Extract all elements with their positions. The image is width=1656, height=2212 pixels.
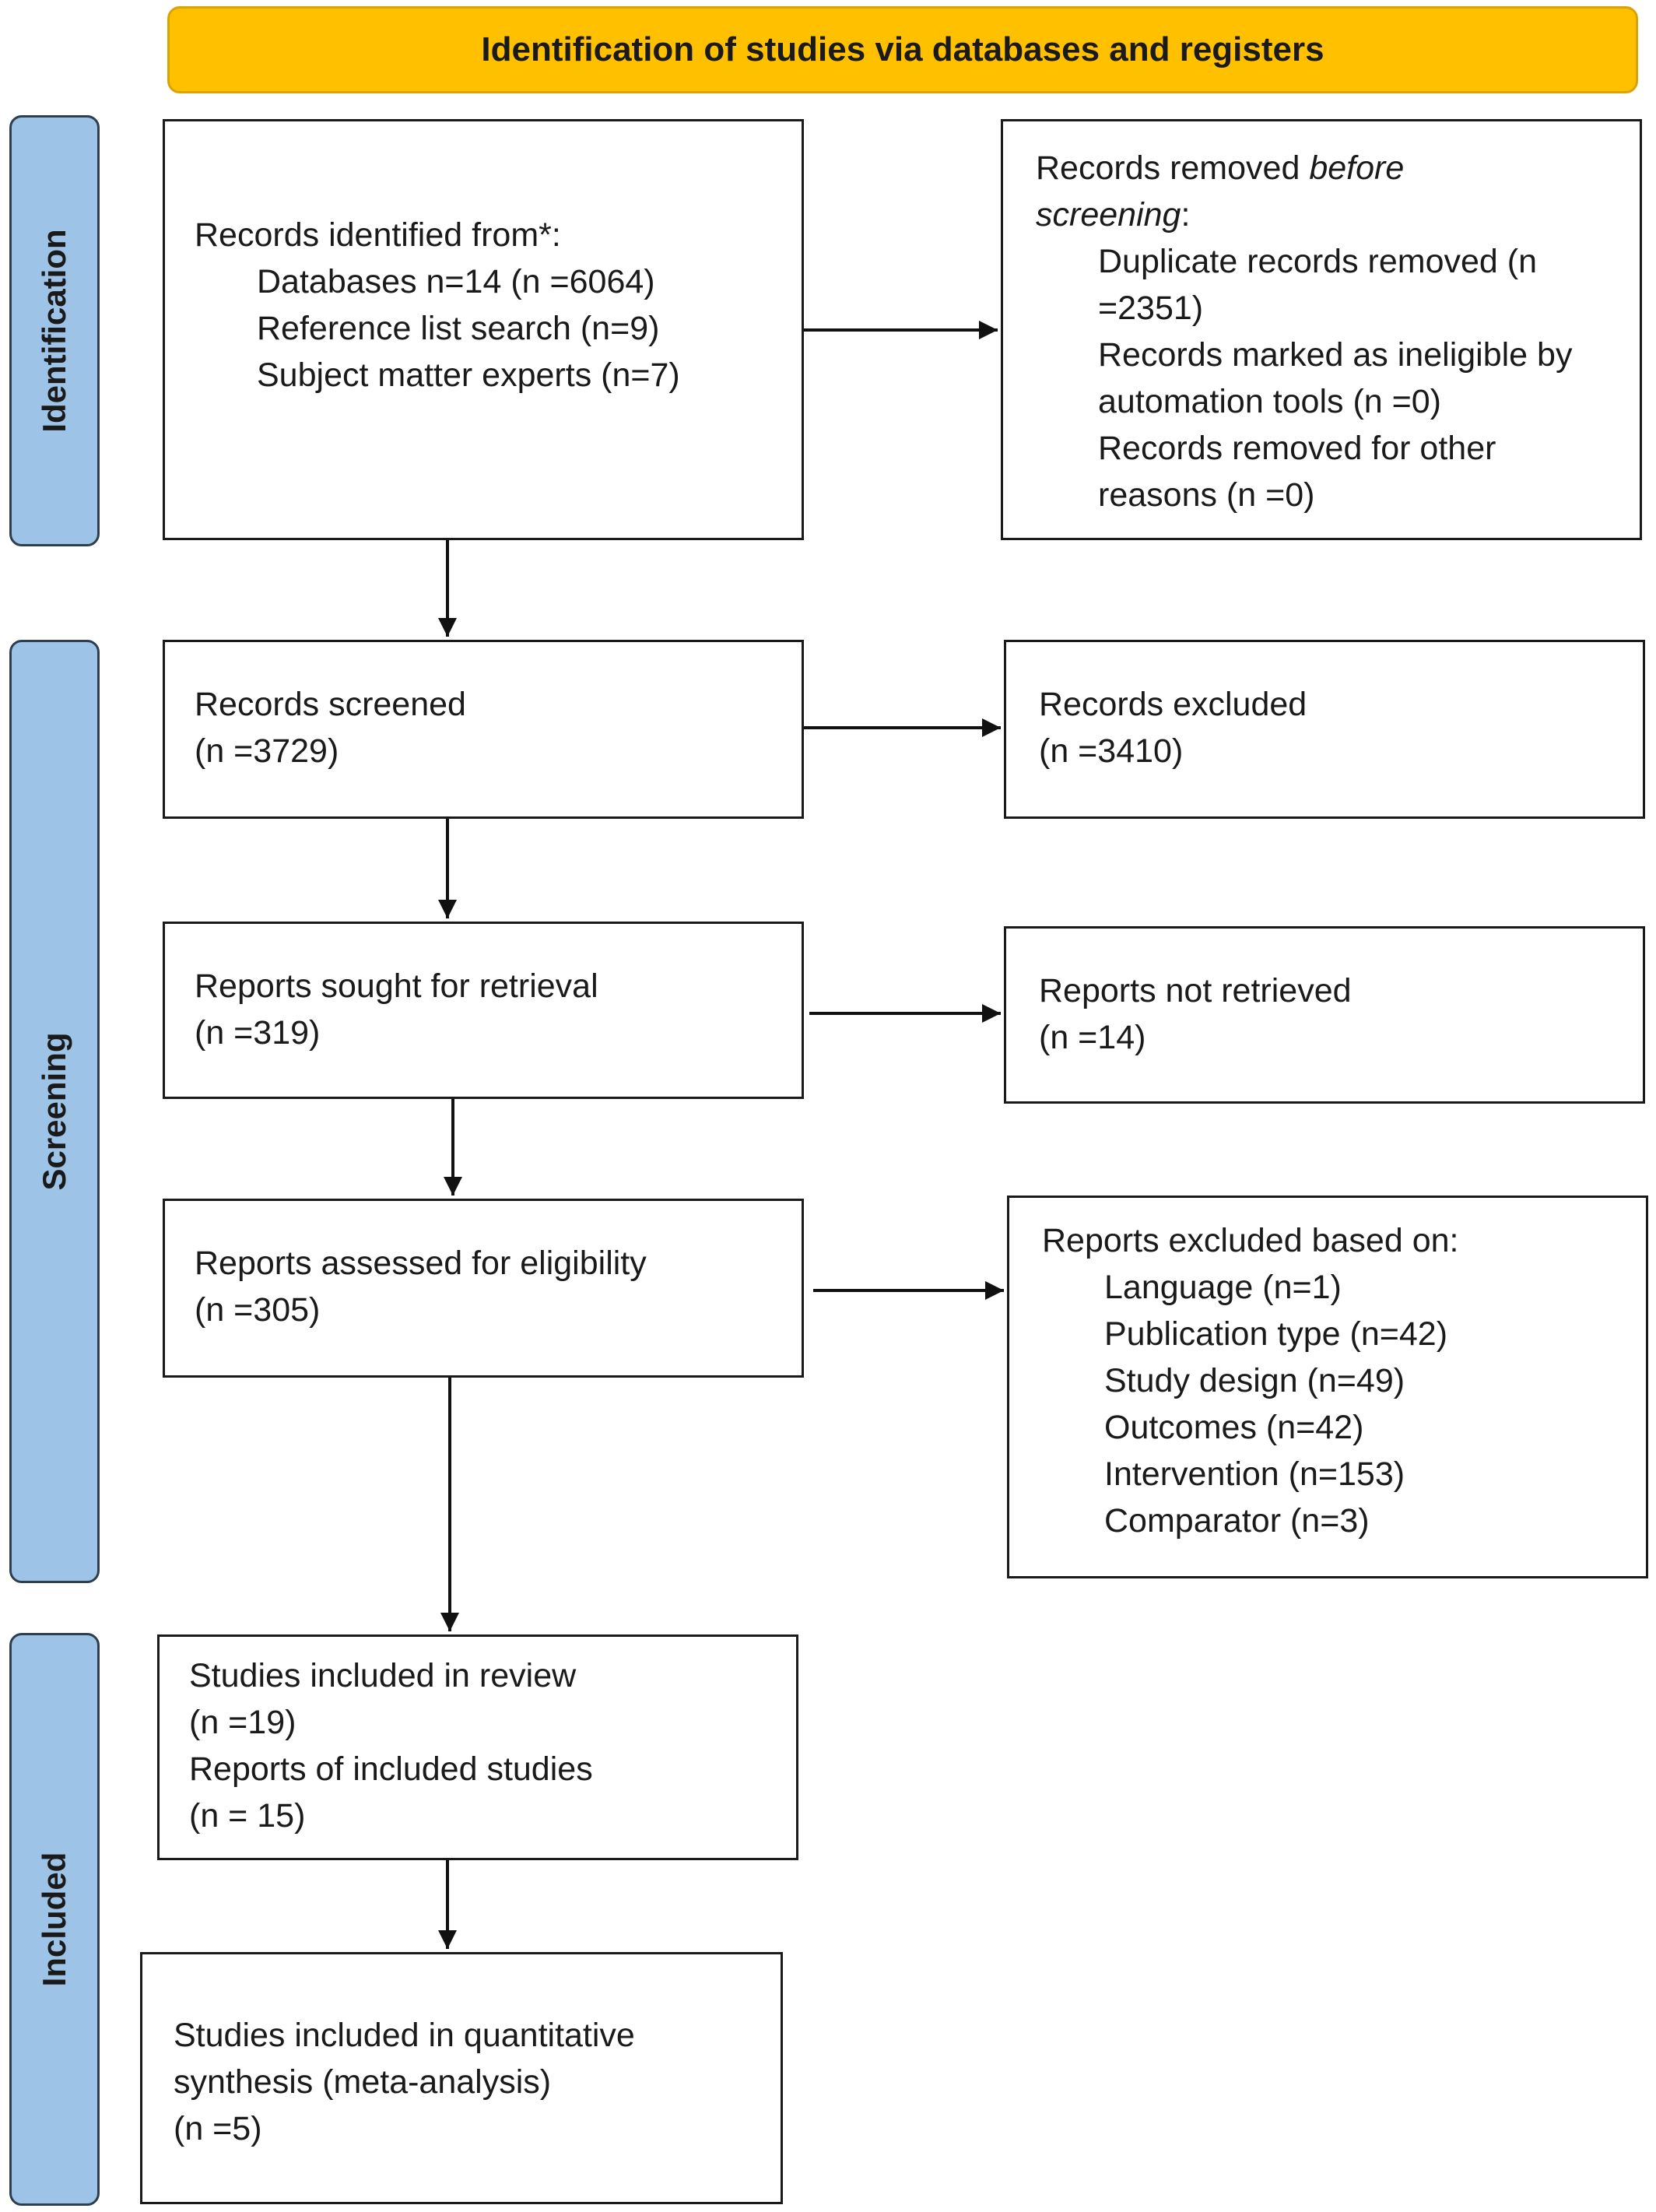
reference-search-count: Reference list search (n=9) [257,310,660,347]
reports-not-retrieved-label: Reports not retrieved [1039,972,1352,1009]
reports-assessed-label: Reports assessed for eligibility [195,1245,647,1282]
reports-excluded-heading: Reports excluded based on: [1042,1222,1459,1259]
experts-count: Subject matter experts (n=7) [257,356,680,394]
reports-excluded-box: Reports excluded based on: Language (n=1… [1007,1196,1648,1578]
phase-included: Included [9,1633,100,2206]
meta-analysis-count: (n =5) [174,2110,262,2147]
reports-not-retrieved-count: (n =14) [1039,1019,1146,1056]
records-identified-box: Records identified from*: Databases n=14… [163,119,804,540]
reports-sought-box: Reports sought for retrieval (n =319) [163,922,804,1099]
ineligible-removed: Records marked as ineligible by automati… [1098,336,1573,420]
exclusion-reason: Intervention (n=153) [1104,1455,1405,1493]
databases-count: Databases n=14 (n =6064) [257,263,655,300]
records-excluded-box: Records excluded (n =3410) [1004,640,1645,819]
records-excluded-count: (n =3410) [1039,732,1184,770]
phase-identification: Identification [9,115,100,546]
reports-included-label: Reports of included studies [189,1750,593,1788]
phase-screening: Screening [9,640,100,1583]
records-screened-count: (n =3729) [195,732,339,770]
studies-included-count: (n =19) [189,1704,296,1741]
reports-assessed-count: (n =305) [195,1291,321,1329]
records-identified-heading: Records identified from*: [195,216,561,254]
reports-sought-label: Reports sought for retrieval [195,967,598,1005]
exclusion-reason: Publication type (n=42) [1104,1315,1448,1353]
records-screened-label: Records screened [195,686,466,723]
reports-not-retrieved-box: Reports not retrieved (n =14) [1004,926,1645,1104]
meta-analysis-line1: Studies included in quantitative [174,2017,635,2054]
other-removed: Records removed for other reasons (n =0) [1098,430,1496,514]
reports-assessed-box: Reports assessed for eligibility (n =305… [163,1199,804,1378]
meta-analysis-box: Studies included in quantitative synthes… [140,1952,783,2204]
duplicates-removed: Duplicate records removed (n =2351) [1098,243,1538,327]
studies-included-label: Studies included in review [189,1657,577,1694]
exclusion-reason: Study design (n=49) [1104,1362,1405,1399]
exclusion-reason: Language (n=1) [1104,1269,1342,1306]
records-screened-box: Records screened (n =3729) [163,640,804,819]
meta-analysis-line2: synthesis (meta-analysis) [174,2063,552,2101]
studies-included-box: Studies included in review (n =19) Repor… [157,1634,798,1860]
exclusion-reason: Comparator (n=3) [1104,1502,1370,1540]
records-removed-box: Records removed before screening: Duplic… [1001,119,1642,540]
header-banner: Identification of studies via databases … [167,6,1638,93]
reports-sought-count: (n =319) [195,1014,321,1052]
header-title: Identification of studies via databases … [481,30,1324,68]
records-removed-heading: Records removed before [1036,149,1405,187]
reports-included-count: (n = 15) [189,1797,306,1835]
exclusion-reason: Outcomes (n=42) [1104,1409,1364,1446]
records-excluded-label: Records excluded [1039,686,1307,723]
